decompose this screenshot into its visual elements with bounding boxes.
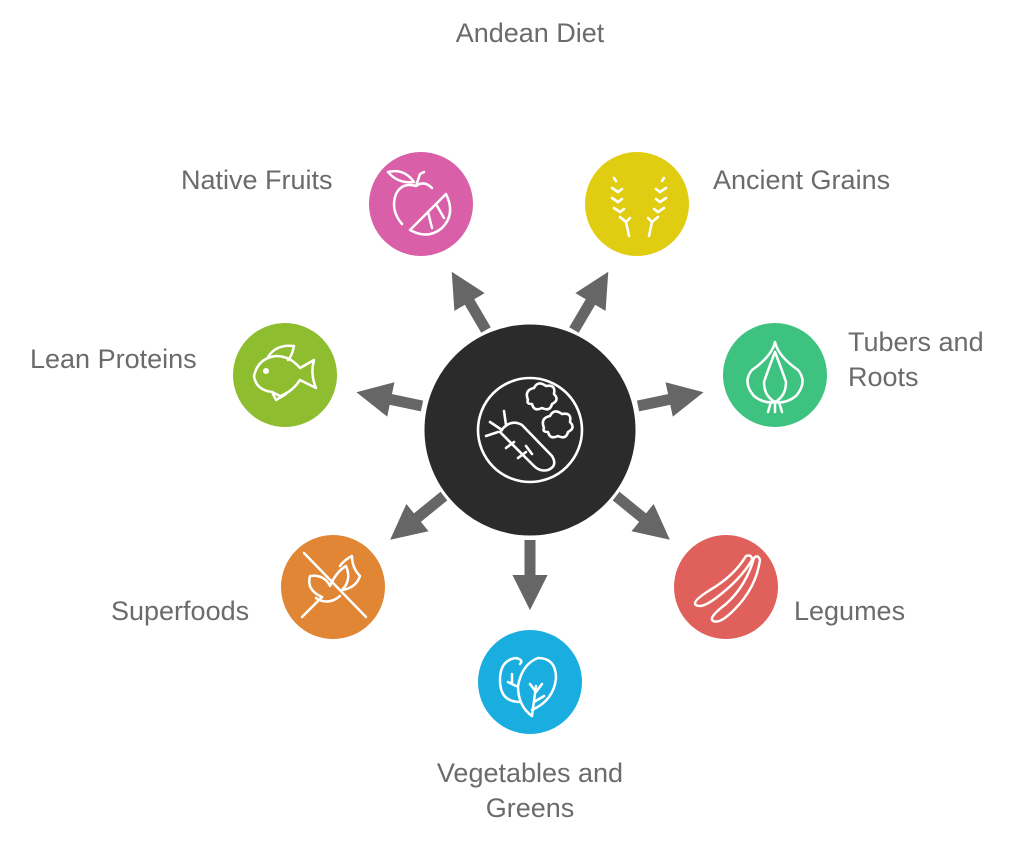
bean-pods-icon (693, 554, 762, 623)
wheat-icon (610, 176, 668, 238)
label-tubers-roots-line1: Tubers and (848, 327, 984, 357)
arrows (356, 271, 704, 611)
label-vegetables-greens-line2: Greens (485, 793, 575, 823)
label-vegetables-greens-line1: Vegetables and (436, 758, 624, 788)
node-ancient-grains (585, 152, 689, 256)
node-vegetables-greens (478, 630, 582, 734)
center-hub (421, 321, 639, 539)
apple-citrus-icon (386, 169, 452, 236)
label-ancient-grains: Ancient Grains (713, 165, 891, 195)
garlic-bulb-icon (746, 340, 804, 414)
arrow-native-fruits (451, 271, 491, 333)
arrow-lean-proteins (356, 382, 424, 417)
label-superfoods: Superfoods (111, 596, 250, 626)
label-lean-proteins: Lean Proteins (30, 344, 197, 374)
node-tubers-roots (723, 323, 827, 427)
label-native-fruits: Native Fruits (181, 165, 333, 195)
label-legumes: Legumes (794, 596, 906, 626)
spinach-leaves-icon (498, 656, 558, 718)
carrot-vegetables-plate-icon (476, 376, 584, 484)
diagram-title: Andean Diet (455, 18, 605, 48)
node-superfoods (281, 535, 385, 639)
node-legumes (674, 535, 778, 639)
label-tubers-roots-line2: Roots (848, 362, 919, 392)
crossed-grain-icon (300, 551, 368, 619)
node-lean-proteins (233, 323, 337, 427)
arrow-tubers-roots (636, 382, 704, 417)
arrow-superfoods (390, 491, 448, 540)
node-native-fruits (369, 152, 473, 256)
arrow-ancient-grains (569, 271, 609, 333)
fish-icon (252, 344, 318, 402)
arrow-legumes (612, 491, 670, 540)
